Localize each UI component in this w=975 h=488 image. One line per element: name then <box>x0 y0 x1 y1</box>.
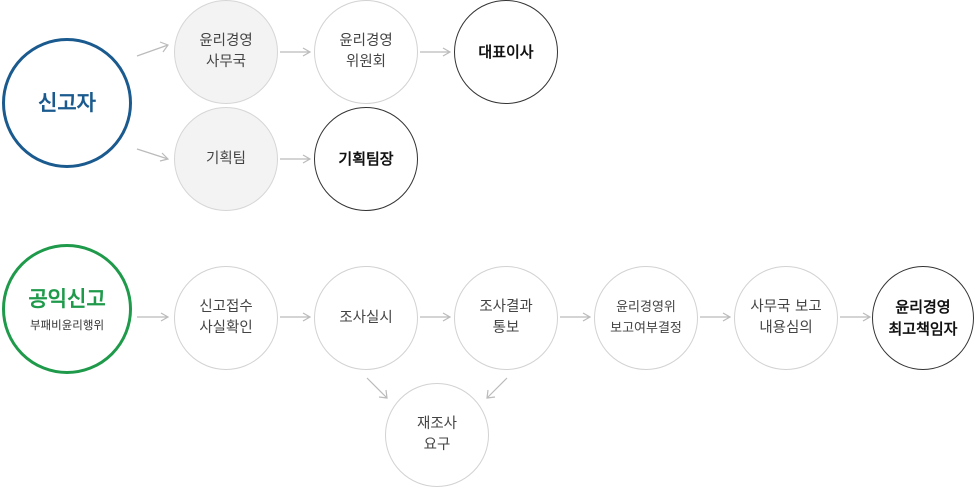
ceo-label: 대표이사 <box>478 43 534 61</box>
cro-label: 윤리경영 최고책임자 <box>888 298 958 338</box>
planning-head-label: 기획팀장 <box>338 150 394 168</box>
result-notice-label: 조사결과 통보 <box>479 299 533 336</box>
committee-decision-node: 윤리경영위 보고여부결정 <box>594 266 698 370</box>
whistleblow-label: 공익신고 <box>28 287 106 311</box>
whistleblow-node: 공익신고 부패비윤리행위 <box>2 244 132 374</box>
planning-team-node: 기획팀 <box>174 107 278 211</box>
reinvestigation-label: 재조사 요구 <box>416 416 458 453</box>
receipt-label: 신고접수 사실확인 <box>199 299 253 336</box>
arrow-result-to-reinvestigation <box>486 377 508 399</box>
ceo-node: 대표이사 <box>454 0 558 104</box>
arrow-office-to-committee <box>280 47 312 57</box>
arrow-whistle-to-receipt <box>137 312 170 322</box>
reporter-node: 신고자 <box>2 38 132 168</box>
ethics-committee-label: 윤리경영 위원회 <box>339 33 393 70</box>
planning-team-label: 기획팀 <box>205 150 247 167</box>
arrow-planning-to-head <box>280 154 312 164</box>
arrow-committee-to-ceo <box>420 47 452 57</box>
ethics-office-node: 윤리경영 사무국 <box>174 0 278 104</box>
ethics-office-label: 윤리경영 사무국 <box>199 33 253 70</box>
reinvestigation-node: 재조사 요구 <box>385 383 489 487</box>
ethics-committee-node: 윤리경영 위원회 <box>314 0 418 104</box>
arrow-receipt-to-investigation <box>280 312 312 322</box>
arrow-investigation-to-result <box>420 312 452 322</box>
arrow-reporter-to-office <box>136 41 169 57</box>
office-review-label: 사무국 보고 내용심의 <box>750 299 822 336</box>
office-review-node: 사무국 보고 내용심의 <box>734 266 838 370</box>
arrow-reporter-to-planning <box>136 148 170 162</box>
reporter-label: 신고자 <box>38 91 96 115</box>
arrow-decision-to-review <box>700 312 732 322</box>
investigation-label: 조사실시 <box>339 309 393 326</box>
planning-head-node: 기획팀장 <box>314 107 418 211</box>
investigation-node: 조사실시 <box>314 266 418 370</box>
whistleblow-sublabel: 부패비윤리행위 <box>29 318 105 332</box>
committee-decision-label: 윤리경영위 보고여부결정 <box>610 300 682 336</box>
result-notice-node: 조사결과 통보 <box>454 266 558 370</box>
arrow-result-to-decision <box>560 312 592 322</box>
arrow-investigation-to-reinvestigation <box>366 377 388 399</box>
cro-node: 윤리경영 최고책임자 <box>872 266 974 370</box>
arrow-review-to-cro <box>840 312 872 322</box>
receipt-node: 신고접수 사실확인 <box>174 266 278 370</box>
